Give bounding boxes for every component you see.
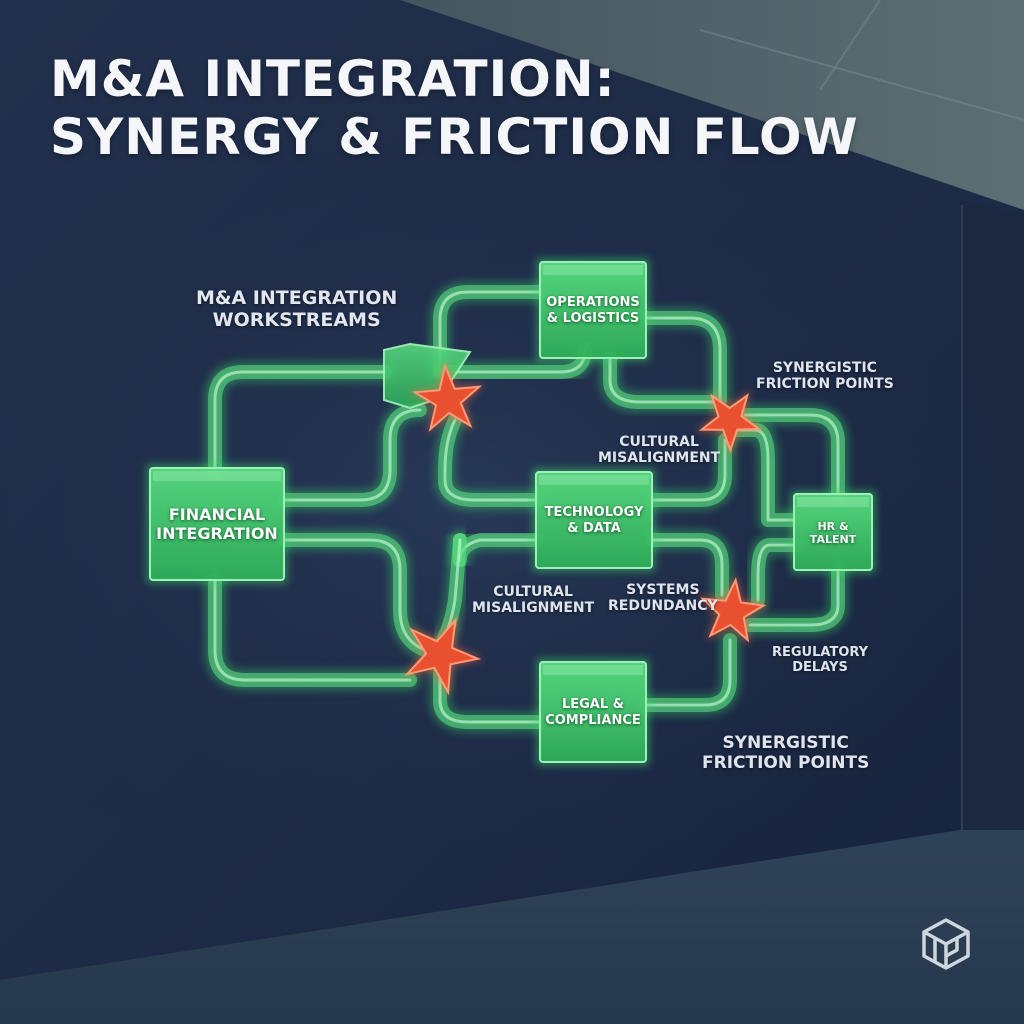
pipe-highlight-6: [644, 316, 722, 402]
pipe-6: [639, 311, 727, 407]
friction-points: [402, 360, 770, 698]
node-operations: [539, 261, 647, 359]
node-financial-shine: [153, 471, 281, 481]
pipe-highlight-15: [756, 543, 796, 602]
pipe-glow-1: [204, 569, 421, 691]
pipe-highlight-12: [650, 438, 727, 502]
node-label-technology: TECHNOLOGY & DATA: [544, 505, 644, 536]
floor: [0, 830, 1024, 1024]
label-synergistic-bottom: SYNERGISTIC FRICTION POINTS: [702, 733, 870, 773]
cube-logo-icon: [922, 918, 970, 970]
label-synergistic-top: SYNERGISTIC FRICTION POINTS: [756, 360, 894, 393]
node-label-legal: LEGAL & COMPLIANCE: [545, 697, 641, 728]
page-title-line-1: M&A INTEGRATION:: [50, 50, 616, 108]
pipes: [204, 281, 849, 733]
pipe-highlight-1: [213, 578, 412, 682]
pipe-highlight-17: [644, 638, 732, 707]
pipe-0: [208, 365, 392, 477]
workstream-boxes: [146, 258, 876, 766]
node-operations-shine: [543, 265, 643, 275]
pipe-1: [208, 573, 417, 687]
pipe-highlight-8: [743, 413, 840, 500]
node-label-operations: OPERATIONS & LOGISTICS: [546, 295, 640, 326]
label-workstreams: M&A INTEGRATION WORKSTREAMS: [196, 287, 398, 331]
pipe-glow-0: [204, 361, 396, 481]
pipe-highlight-10: [443, 418, 538, 502]
node-hr: [793, 493, 873, 571]
label-systems: SYSTEMS REDUNDANCY: [608, 582, 718, 615]
pipe-highlight-14: [748, 568, 840, 627]
node-technology: [535, 471, 653, 569]
pipe-7: [603, 351, 719, 409]
page-title-line-2: SYNERGY & FRICTION FLOW: [50, 108, 859, 166]
pipe-highlight-3: [283, 538, 427, 652]
label-cultural-top: CULTURAL MISALIGNMENT: [598, 434, 721, 467]
pipe-highlight-16: [438, 658, 542, 724]
node-technology-shine: [539, 475, 649, 485]
pipe-highlight-13: [650, 538, 724, 597]
pipe-highlight-0: [213, 370, 387, 472]
node-hr-shine: [797, 497, 869, 507]
pipe-highlight-2: [283, 408, 422, 502]
ceiling-seam: [819, 0, 881, 91]
friction-icon-bottom: [404, 617, 482, 696]
label-cultural-bottom: CULTURAL MISALIGNMENT: [472, 584, 595, 617]
friction-icon-junction: [411, 362, 483, 432]
ceiling-seams: [699, 29, 1024, 121]
node-legal: [539, 661, 647, 763]
node-label-hr: HR & TALENT: [809, 519, 857, 546]
node-legal-shine: [543, 665, 643, 675]
label-regulatory: REGULATORY DELAYS: [772, 645, 869, 675]
friction-icon-top-right: [698, 393, 762, 454]
pipe-highlight-4: [438, 290, 542, 374]
pipe-highlight-7: [608, 356, 714, 404]
ceiling: [400, 0, 1024, 210]
pipe-glow-10: [434, 409, 547, 511]
node-financial: [149, 467, 285, 581]
pipe-9: [728, 423, 801, 527]
friction-icon-bottom-right: [700, 577, 767, 643]
pipe-glow-16: [429, 649, 551, 733]
node-label-financial: FINANCIAL INTEGRATION: [156, 504, 278, 543]
